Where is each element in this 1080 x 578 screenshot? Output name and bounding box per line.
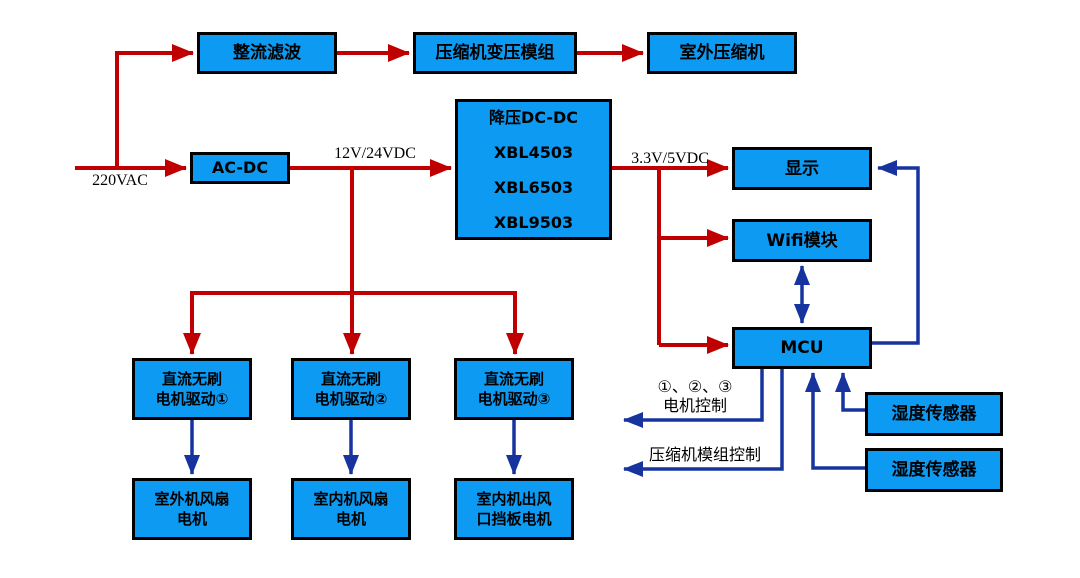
node-label: 室内机风扇 <box>313 490 389 508</box>
node-humidity-sensor-2: 湿度传感器 <box>865 448 1003 492</box>
wire-mcu-compressor-control-out <box>623 369 784 477</box>
node-label: 压缩机变压模组 <box>435 43 555 63</box>
node-label: XBL6503 <box>493 177 574 197</box>
node-wifi-module: Wifi模块 <box>732 219 872 262</box>
label-mains-voltage: 220VAC <box>92 172 148 189</box>
node-label: 降压DC-DC <box>488 107 579 127</box>
label-motor-control: ①、②、③ 电机控制 <box>645 378 745 416</box>
node-humidity-sensor-1: 湿度传感器 <box>865 392 1003 436</box>
node-label: 电机驱动③ <box>477 390 551 408</box>
node-ac-dc: AC-DC <box>190 152 290 184</box>
node-mcu: MCU <box>732 327 872 369</box>
node-label: 电机驱动② <box>314 390 388 408</box>
wire-mcu-motor-control-out <box>623 369 764 428</box>
node-label: 电机 <box>176 510 207 528</box>
node-bldc-driver-2: 直流无刷 电机驱动② <box>291 358 411 420</box>
node-label: 室内机出风 <box>476 490 552 508</box>
label-line: ①、②、③ <box>657 379 733 396</box>
node-compressor-transformer-module: 压缩机变压模组 <box>413 32 577 74</box>
node-label: 电机驱动① <box>155 390 229 408</box>
node-label: 显示 <box>785 158 819 179</box>
node-label: MCU <box>780 338 824 358</box>
node-display: 显示 <box>732 147 872 190</box>
node-label: 湿度传感器 <box>891 404 977 424</box>
node-buck-dc-dc: 降压DC-DC XBL4503 XBL6503 XBL9503 <box>455 99 612 240</box>
node-label: Wifi模块 <box>766 230 838 251</box>
node-indoor-outlet-baffle-motor: 室内机出风 口挡板电机 <box>454 478 574 540</box>
node-indoor-fan-motor: 室内机风扇 电机 <box>291 478 411 540</box>
node-rectifier-filter: 整流滤波 <box>197 32 337 74</box>
node-label: 湿度传感器 <box>891 460 977 480</box>
node-bldc-driver-3: 直流无刷 电机驱动③ <box>454 358 574 420</box>
node-label: 口挡板电机 <box>476 510 552 528</box>
node-label: 电机 <box>335 510 366 528</box>
label-compressor-control: 压缩机模组控制 <box>648 447 761 464</box>
label-logic-voltage: 3.3V/5VDC <box>631 150 709 167</box>
node-outdoor-fan-motor: 室外机风扇 电机 <box>132 478 252 540</box>
node-label: AC-DC <box>211 158 269 177</box>
wire-humidity2-to-mcu <box>805 372 865 470</box>
node-bldc-driver-1: 直流无刷 电机驱动① <box>132 358 252 420</box>
node-label: 室外压缩机 <box>679 43 765 63</box>
node-label: 整流滤波 <box>233 43 301 63</box>
wire-humidity1-to-mcu <box>835 372 865 412</box>
label-line: 电机控制 <box>662 398 727 415</box>
label-bus-voltage: 12V/24VDC <box>334 145 416 162</box>
node-label: 直流无刷 <box>320 370 381 388</box>
wire-mcu-to-display <box>872 160 920 345</box>
node-label: XBL9503 <box>493 212 574 232</box>
node-label: 直流无刷 <box>483 370 544 388</box>
node-label: XBL4503 <box>493 142 574 162</box>
node-label: 室外机风扇 <box>154 490 230 508</box>
node-label: 直流无刷 <box>161 370 222 388</box>
wire-mains-to-rectifier <box>115 44 194 168</box>
node-outdoor-compressor: 室外压缩机 <box>647 32 797 74</box>
